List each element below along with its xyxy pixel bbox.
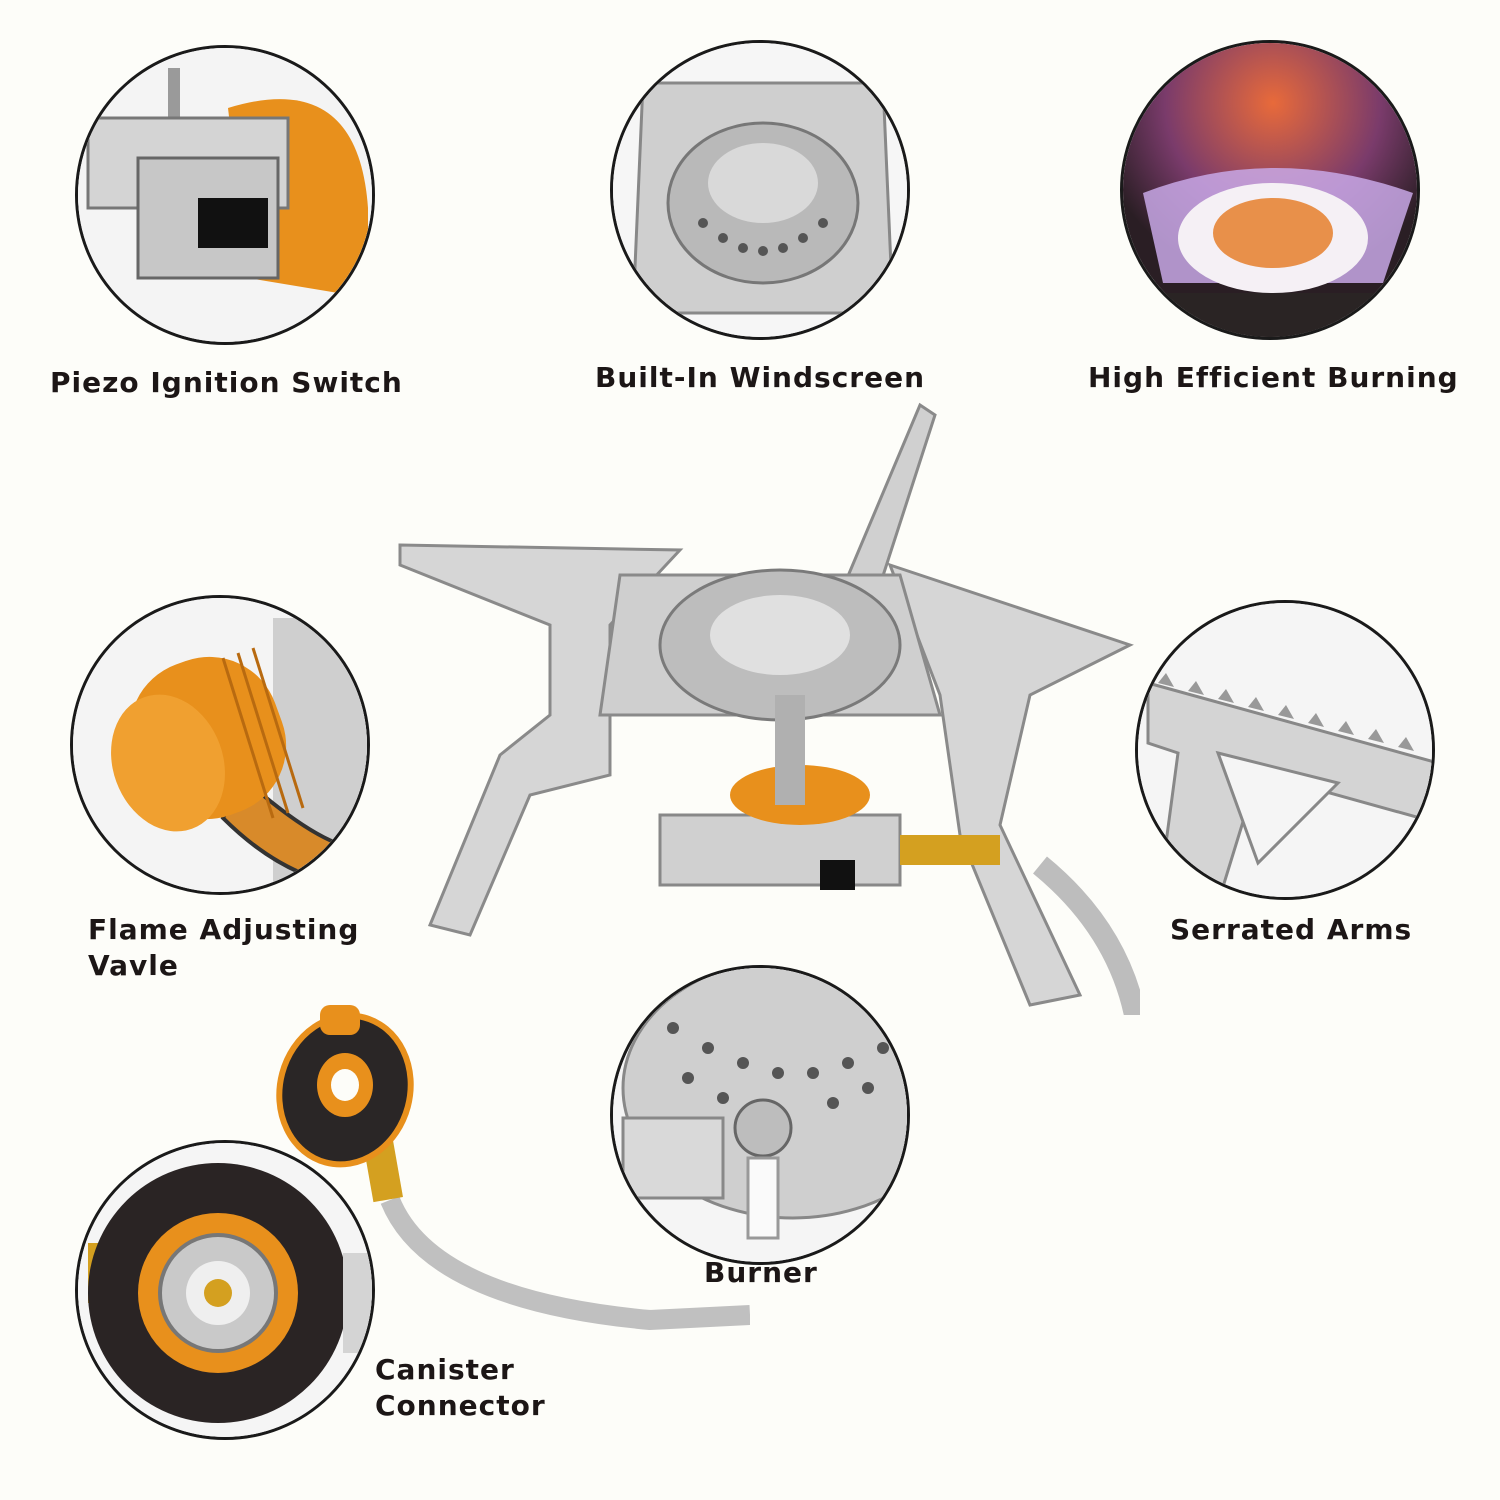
canister-connector-label: Canister Connector — [375, 1352, 546, 1424]
piezo-ignition-label: Piezo Ignition Switch — [50, 366, 403, 399]
windscreen-image — [610, 40, 910, 340]
canister-connector-label-line1: Canister — [375, 1353, 515, 1386]
serrated-arms-image — [1135, 600, 1435, 900]
burner-label: Burner — [704, 1256, 818, 1289]
burning-flame-image — [1120, 40, 1420, 340]
flame-valve-label-line1: Flame Adjusting — [88, 913, 360, 946]
flame-valve-image — [70, 595, 370, 895]
canister-connector-part — [250, 1000, 750, 1330]
flame-valve-label: Flame Adjusting Vavle — [88, 912, 359, 984]
windscreen-label: Built-In Windscreen — [595, 361, 926, 394]
serrated-arms-label: Serrated Arms — [1170, 913, 1413, 946]
burner-image — [610, 965, 910, 1265]
flame-valve-label-line2: Vavle — [88, 949, 179, 982]
canister-connector-image — [75, 1140, 375, 1440]
canister-connector-label-line2: Connector — [375, 1389, 546, 1422]
piezo-ignition-image — [75, 45, 375, 345]
burning-label: High Efficient Burning — [1088, 361, 1459, 394]
stove-main-image — [380, 395, 1140, 1015]
